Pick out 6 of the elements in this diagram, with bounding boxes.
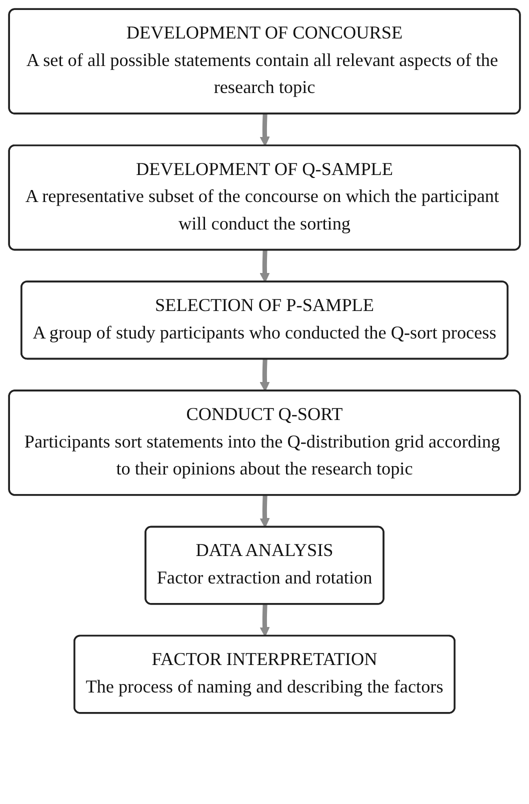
flowchart-drawing: DEVELOPMENT OF CONCOURSE A set of all possible statements contain all relevant aspects of the research topic DEVELOPMENT OF Q-SAMPLE A representative subset of the concourse on which the participant will conduct the sorting SELECTION OF P-SAMPLE A group of study participants who conducted the Q-sort process CONDUCT Q-SORT Participants sort statements into the Q-distribution grid according to their opinions about the research topic DATA ANALYSIS Factor extraction and rotation FACTOR INTERPRETATION The process of naming and describing the factors bbox=[0, 0, 529, 722]
arrow bbox=[260, 359, 270, 392]
arrow bbox=[260, 495, 270, 528]
arrow bbox=[260, 114, 270, 146]
arrow bbox=[260, 250, 270, 283]
arrow bbox=[260, 604, 270, 637]
